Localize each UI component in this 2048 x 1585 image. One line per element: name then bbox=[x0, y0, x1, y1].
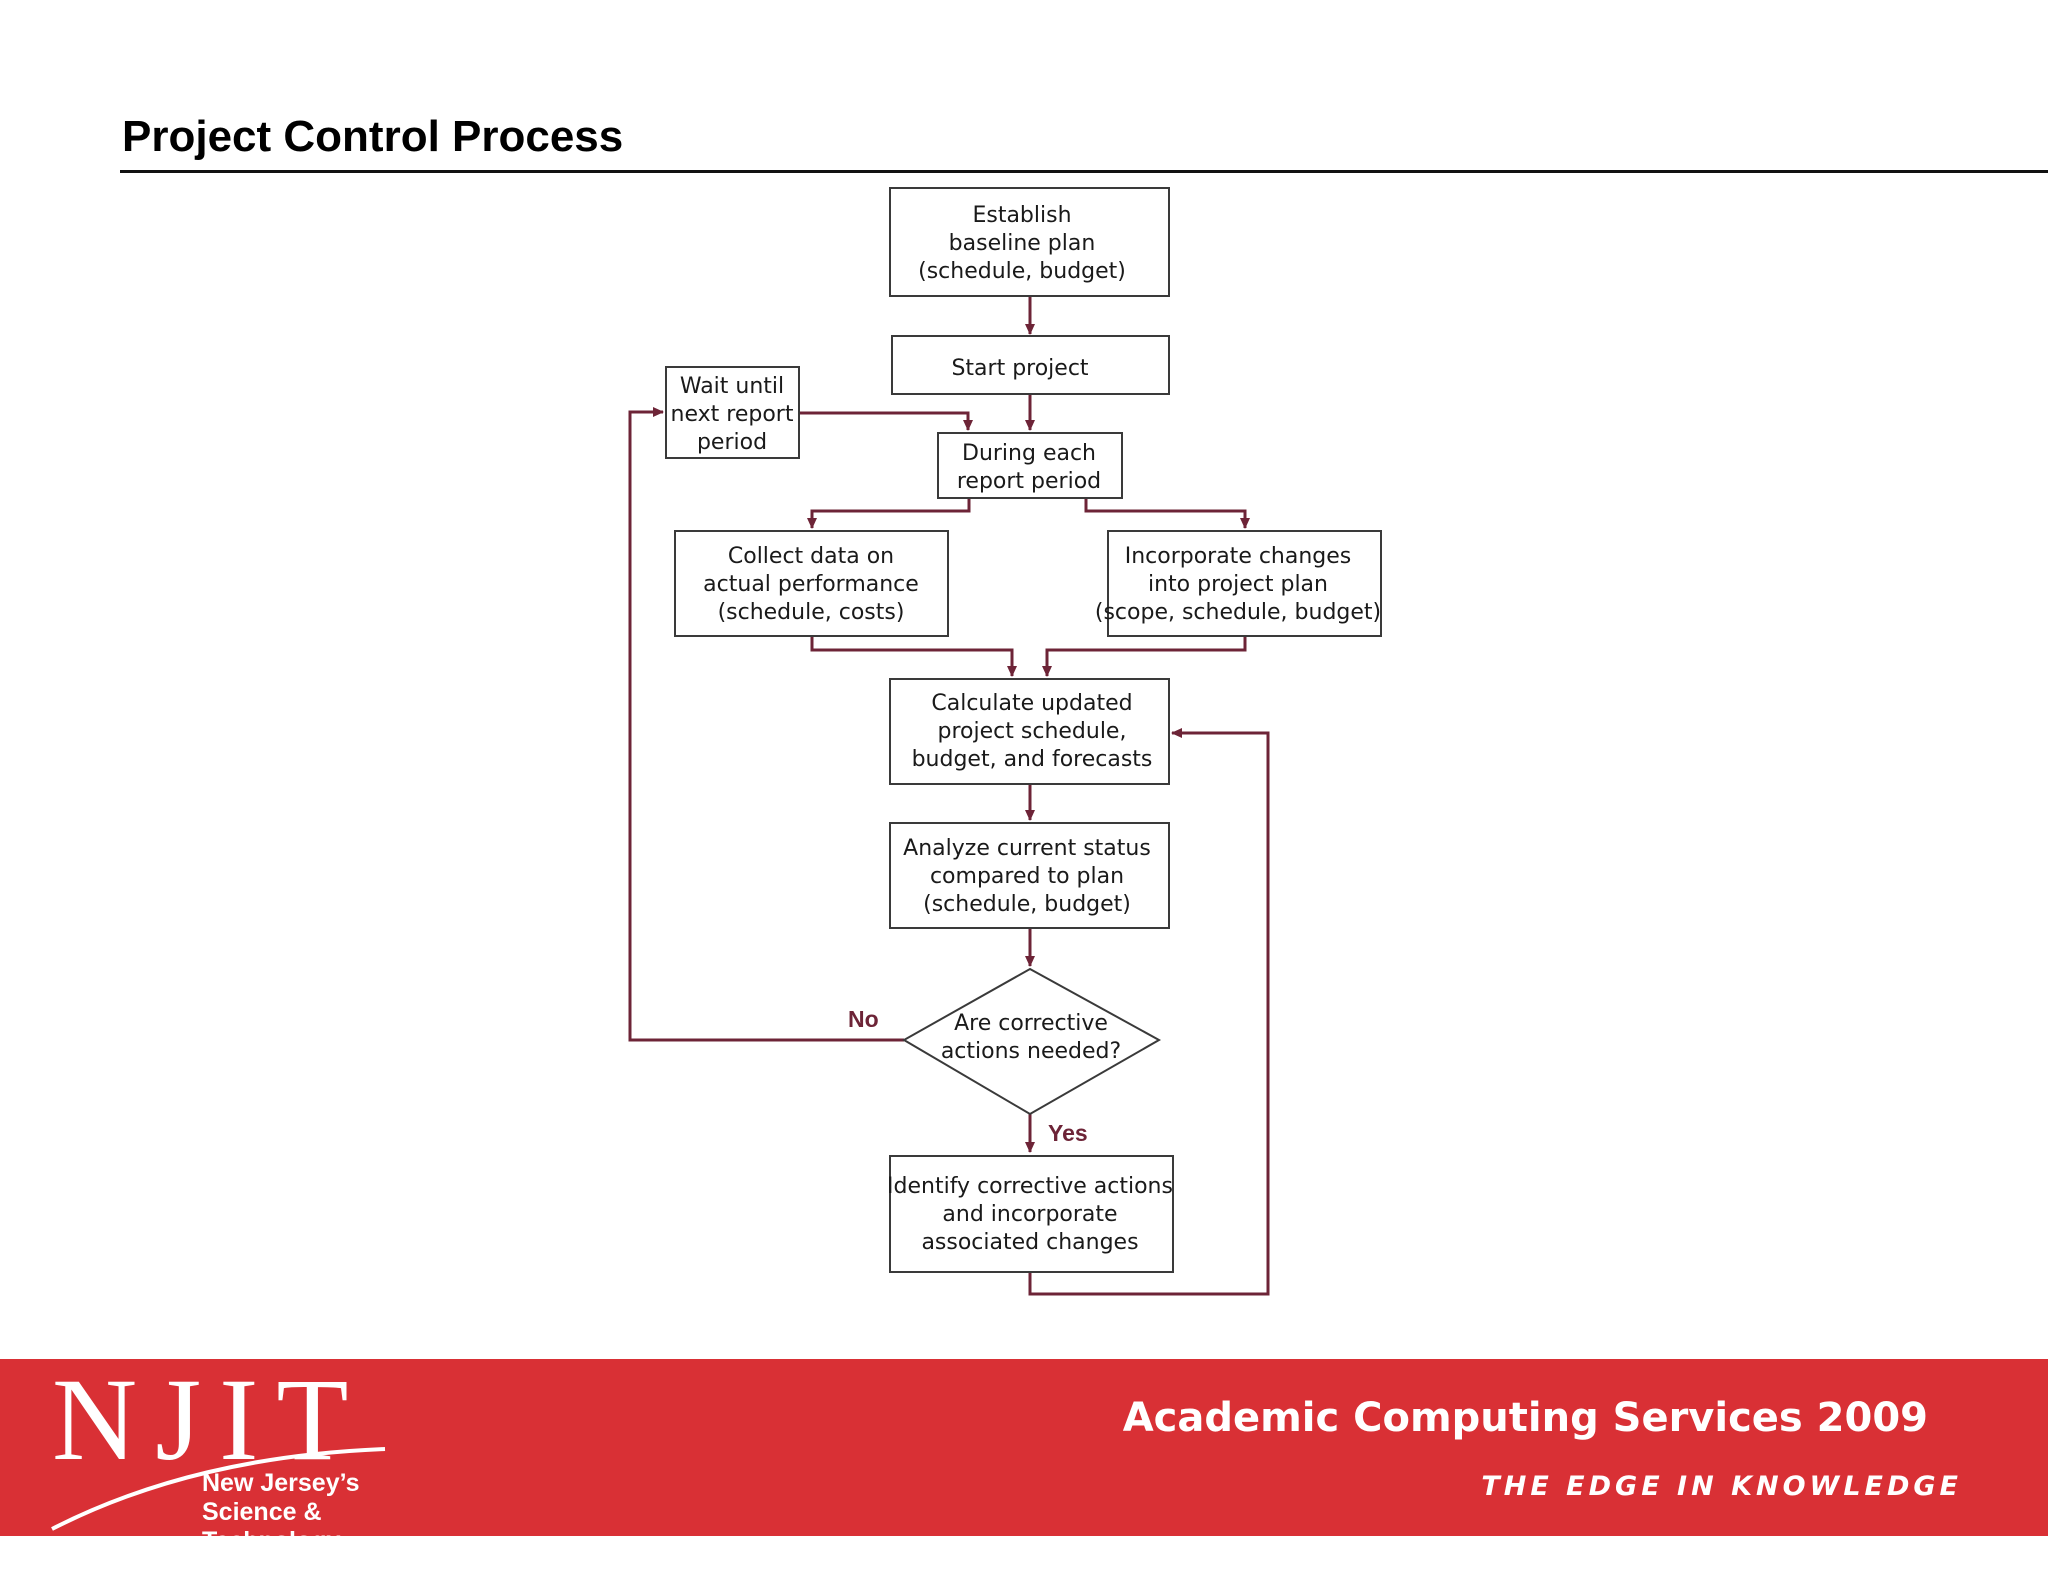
node-text-line: into project plan bbox=[1148, 572, 1328, 597]
department-label: Academic Computing Services 2009 bbox=[1122, 1395, 1928, 1441]
node-text-line: compared to plan bbox=[930, 864, 1124, 889]
node-text-line: baseline plan bbox=[949, 231, 1096, 256]
label-yes: Yes bbox=[1048, 1120, 1088, 1146]
node-calculate-updated: Calculate updated project schedule, budget… bbox=[889, 678, 1170, 785]
node-text-line: Analyze current status bbox=[903, 836, 1151, 861]
node-start-project: Start project bbox=[891, 335, 1170, 395]
edge-incorporate-calculate bbox=[1042, 636, 1247, 677]
node-text-line: (schedule, costs) bbox=[718, 600, 905, 625]
edge-decision-no bbox=[628, 407, 904, 1042]
node-text-line: (scope, schedule, budget) bbox=[1095, 600, 1381, 625]
logo-letters: NJIT bbox=[52, 1354, 367, 1485]
node-establish-baseline: Establish baseline plan (schedule, budget) bbox=[889, 187, 1170, 297]
njit-logo: NJIT New Jersey’s Science & Technology U… bbox=[0, 1354, 420, 1584]
label-no: No bbox=[848, 1006, 879, 1032]
node-text-line: Wait until bbox=[680, 374, 784, 399]
project-control-flowchart: Establish baseline plan (schedule, budget)… bbox=[628, 187, 1382, 1296]
title-divider bbox=[120, 170, 2048, 173]
footer-banner: NJIT New Jersey’s Science & Technology U… bbox=[0, 1354, 2048, 1584]
node-text-line: budget, and forecasts bbox=[912, 747, 1153, 772]
node-text-line: Incorporate changes bbox=[1125, 544, 1352, 569]
edge-during-incorporate bbox=[1084, 498, 1250, 529]
edge-wait-during bbox=[800, 411, 973, 431]
node-text-line: Calculate updated bbox=[931, 691, 1132, 716]
node-analyze-status: Analyze current status compared to plan (s… bbox=[889, 822, 1170, 929]
edge-identify-calculate bbox=[1028, 728, 1270, 1296]
node-text-line: and incorporate bbox=[942, 1202, 1117, 1227]
node-incorporate-changes: Incorporate changes into project plan (sco… bbox=[1095, 530, 1382, 637]
edge-collect-calculate bbox=[810, 636, 1017, 677]
node-text-line: associated changes bbox=[921, 1230, 1138, 1255]
node-text-line: (schedule, budget) bbox=[923, 892, 1131, 917]
node-decision-corrective: Are corrective actions needed? bbox=[901, 967, 1162, 1116]
node-identify-actions: Identify corrective actions and incorpora… bbox=[887, 1155, 1174, 1273]
node-text-line: report period bbox=[957, 469, 1101, 494]
node-text-line: project schedule, bbox=[938, 719, 1127, 744]
node-text-line: (schedule, budget) bbox=[918, 259, 1126, 284]
node-text-line: Are corrective bbox=[954, 1011, 1108, 1036]
node-text-line: actions needed? bbox=[941, 1039, 1121, 1064]
node-text-line: During each bbox=[962, 441, 1096, 466]
svg-text:Start project: Start project bbox=[951, 356, 1088, 381]
node-text-line: Collect data on bbox=[728, 544, 894, 569]
node-text-line: actual performance bbox=[703, 572, 919, 597]
logo-swoosh-icon bbox=[51, 1447, 386, 1531]
node-text-line: Establish bbox=[972, 203, 1071, 228]
logo-tagline: New Jersey’s Science & Technology Univer… bbox=[202, 1469, 360, 1584]
node-text-line: Identify corrective actions bbox=[887, 1174, 1173, 1199]
motto-label: THE EDGE IN KNOWLEDGE bbox=[1481, 1471, 1962, 1502]
node-text-line: period bbox=[697, 430, 767, 455]
node-during-report-period: During each report period bbox=[937, 432, 1123, 499]
node-collect-data: Collect data on actual performance (schedu… bbox=[674, 530, 949, 637]
connectors bbox=[628, 297, 1270, 1296]
node-text-line: next report bbox=[671, 402, 794, 427]
node-text-line: Start project bbox=[951, 356, 1088, 381]
slide-title: Project Control Process bbox=[122, 112, 624, 161]
edge-during-collect bbox=[807, 498, 971, 529]
node-wait-next-period: Wait until next report period bbox=[665, 366, 800, 459]
